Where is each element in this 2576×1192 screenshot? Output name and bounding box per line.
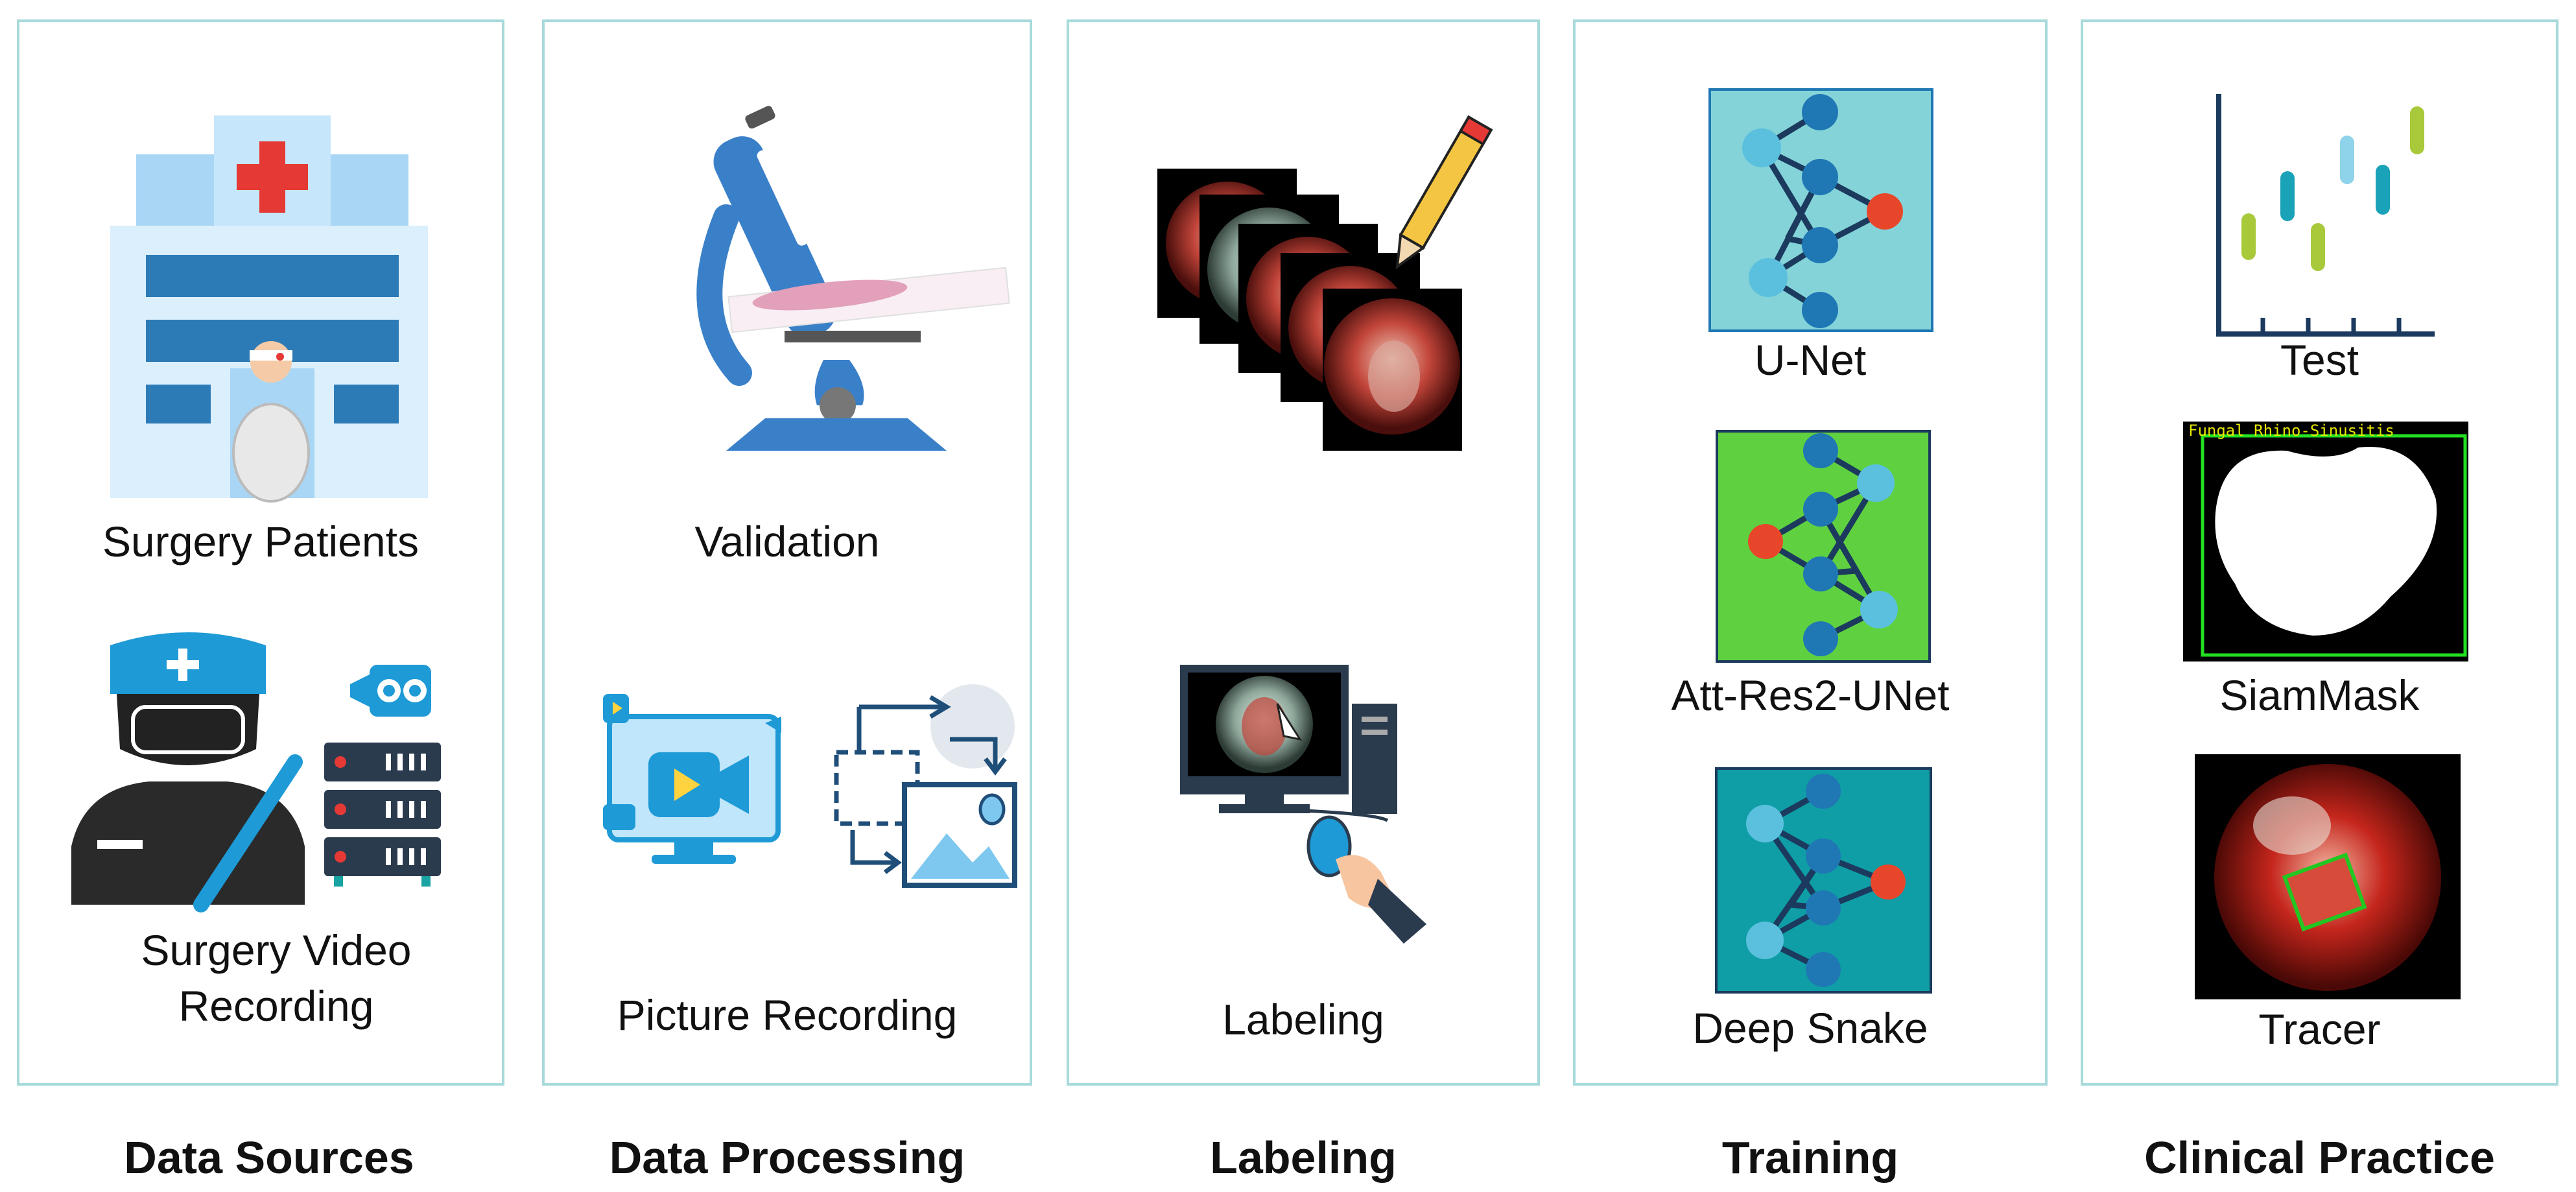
video-monitor-icon [603, 694, 781, 864]
att-res2-unet-network-icon [1716, 430, 1931, 663]
unet-network-icon [1708, 88, 1933, 332]
labeling-computer-icon [1180, 665, 1426, 944]
label-picture-recording: Picture Recording [617, 991, 958, 1039]
label-u-net: U-Net [1754, 336, 1867, 384]
label-test: Test [2280, 336, 2359, 384]
image-stack-icon [1157, 115, 1493, 451]
hospital-icon [110, 115, 428, 503]
stage-title-clinical-practice: Clinical Practice [2144, 1132, 2495, 1183]
label-surgery-patients: Surgery Patients [102, 518, 419, 566]
test-chart-icon [2216, 94, 2435, 337]
deep-snake-network-icon [1715, 767, 1932, 994]
stage-title-labeling: Labeling [1210, 1132, 1397, 1183]
siammask-output-icon: Fungal Rhino-Sinusitis [2183, 422, 2468, 662]
microscope-icon [696, 106, 1010, 451]
label-surgery-video-recording: Surgery Video Recording [141, 926, 412, 1030]
label-labeling: Labeling [1222, 995, 1384, 1043]
tracer-output-icon [2195, 754, 2461, 999]
stage-title-training: Training [1721, 1132, 1899, 1183]
video-server-icon [324, 665, 441, 887]
label-tracer: Tracer [2258, 1005, 2381, 1053]
label-validation: Validation [694, 518, 880, 566]
surgeon-icon [71, 632, 305, 912]
label-att-res2-unet: Att-Res2-UNet [1671, 671, 1950, 719]
image-transfer-icon [834, 684, 1017, 888]
label-deep-snake: Deep Snake [1692, 1004, 1928, 1052]
label-siammask: SiamMask [2219, 671, 2420, 719]
stage-title-data-sources: Data Sources [124, 1132, 414, 1183]
stage-title-data-processing: Data Processing [609, 1132, 965, 1183]
mask-caption: Fungal Rhino-Sinusitis [2188, 422, 2394, 440]
